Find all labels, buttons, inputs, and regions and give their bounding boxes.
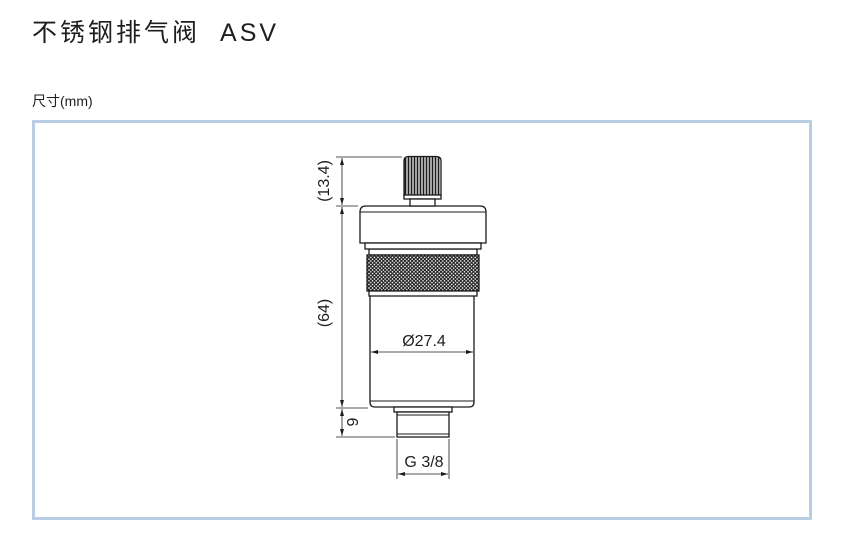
drawing-frame: (13.4) (64) 9 Ø27.4 G 3/8 — [32, 120, 812, 520]
dimension-labels: (13.4) (64) 9 Ø27.4 G 3/8 — [316, 160, 446, 471]
knurled-knob — [403, 155, 442, 207]
dimension-label-body-diameter: Ø27.4 — [402, 333, 446, 350]
knurled-ring — [366, 254, 480, 292]
knob-stem — [409, 198, 436, 207]
cap-body — [359, 205, 487, 244]
dimension-label-knob-height: (13.4) — [316, 160, 333, 202]
product-name: 不锈钢排气阀 — [32, 19, 201, 47]
dimension-lines — [340, 158, 473, 476]
dimension-label-thread-length: 9 — [345, 417, 362, 426]
bottom-connector — [393, 406, 453, 438]
thread-chamfer-lines — [397, 414, 449, 435]
thread-connector — [396, 411, 450, 438]
dimension-label-body-height: (64) — [316, 299, 333, 327]
page-title: 不锈钢排气阀 ASV — [32, 17, 279, 49]
extension-lines — [336, 156, 450, 479]
cap-skirt — [364, 242, 482, 250]
ring-lower-band — [368, 290, 478, 297]
connector-neck — [393, 406, 453, 413]
valve-dimension-drawing: (13.4) (64) 9 Ø27.4 G 3/8 — [316, 155, 487, 479]
product-model: ASV — [220, 19, 280, 47]
ring-upper-band — [368, 248, 478, 256]
dimensions-section-label: 尺寸(mm) — [32, 93, 93, 109]
knob-grip — [403, 155, 442, 197]
knurled-ring-group — [366, 248, 480, 297]
dimension-label-thread-size: G 3/8 — [404, 454, 443, 471]
valve-cap — [359, 205, 487, 250]
